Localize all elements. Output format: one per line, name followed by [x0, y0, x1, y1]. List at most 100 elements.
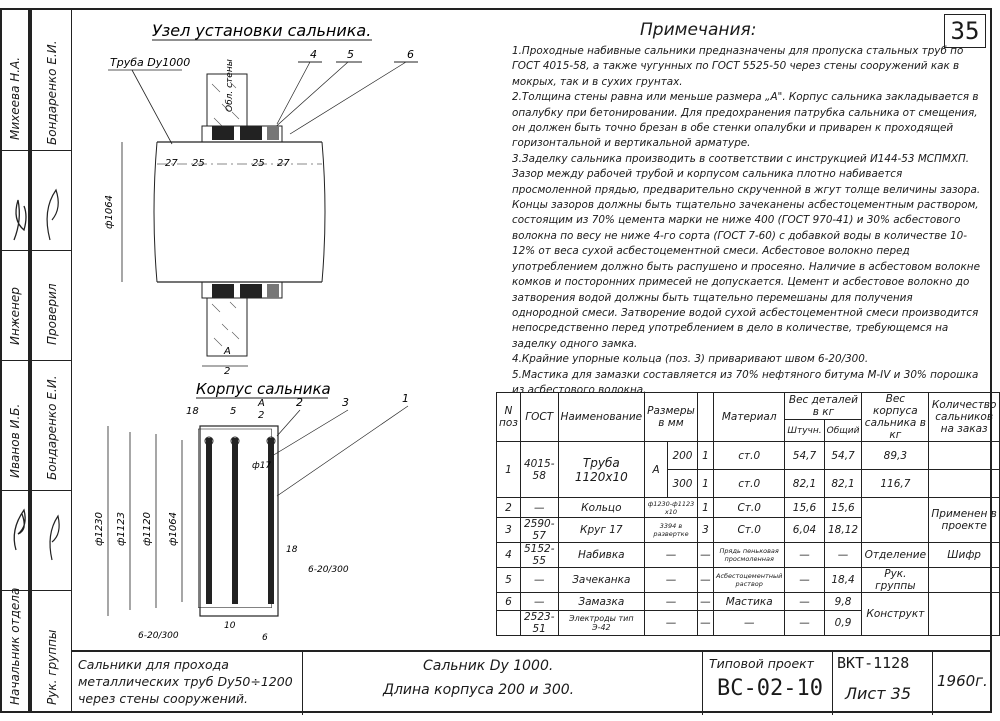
- tb-name-line1: Сальник Dу 1000.: [423, 658, 554, 674]
- row2-wunit: 15,6: [784, 497, 825, 518]
- tb-description: Сальники для прохода металлических труб …: [78, 657, 293, 706]
- cipher-cell: Шифр: [928, 542, 1000, 568]
- th-count: Количество сальников на заказ: [928, 392, 1000, 442]
- th-weight: Вес деталей в кг: [784, 391, 863, 421]
- callout-4: 4: [310, 48, 317, 61]
- row2-name: Кольцо: [557, 497, 646, 518]
- row1-dim-300: 300: [667, 469, 698, 498]
- row1-qty-a: 1: [696, 441, 715, 470]
- row6-wtotal: 9,8: [823, 592, 863, 611]
- notes-title: Примечания:: [640, 20, 757, 40]
- row3-pos: 3: [496, 517, 521, 543]
- row5-gost: —: [519, 567, 559, 593]
- diameter-label: ф1064: [104, 195, 115, 229]
- sheet-number-box: 35: [944, 14, 986, 48]
- row1-gost: 4015-58: [519, 441, 559, 498]
- row6-size: —: [644, 592, 698, 611]
- callout-6: 6: [407, 48, 414, 61]
- row2-pos: 2: [496, 497, 521, 518]
- row7-gost: 2523-51: [519, 610, 559, 636]
- row1-wtotal-b: 82,1: [823, 469, 863, 498]
- th-qty: [696, 392, 715, 442]
- dim-10: 10: [224, 621, 236, 631]
- dim-27-right: 27: [277, 158, 290, 169]
- row4-size: —: [644, 542, 698, 568]
- tb-name-line2: Длина корпуса 200 и 300.: [383, 682, 575, 698]
- row4-pos: 4: [496, 542, 521, 568]
- tb-series: ВКТ-1128: [837, 654, 910, 672]
- th-pos: N поз: [496, 392, 521, 442]
- section-val-1: 2: [224, 366, 230, 374]
- tb-year-cell: 1960г.: [932, 652, 992, 715]
- row4-name: Набивка: [557, 542, 646, 568]
- stamp-name-2: Бондаренко Е.И.: [45, 40, 59, 145]
- drawing2-title: Корпус сальника: [196, 380, 331, 398]
- dim-18-top: 18: [186, 406, 199, 417]
- row6-mat: Мастика: [713, 592, 786, 611]
- th-housing-weight: Вес корпуса сальника в кг: [861, 392, 930, 442]
- dim-5-top: 5: [230, 406, 236, 417]
- stamp-name-1: Михеева Н.А.: [8, 56, 22, 140]
- wall-label: Обл. стены: [225, 59, 235, 112]
- th-material: Материал: [713, 392, 786, 442]
- dim-27-left: 27: [165, 158, 178, 169]
- dia-1123: ф1123: [116, 512, 127, 546]
- row2-size: ф1230-ф1123 х10: [644, 497, 698, 518]
- notes-block: 1.Проходные набивные сальники предназнач…: [512, 44, 982, 398]
- row3-wunit: 6,04: [784, 517, 825, 543]
- dim-18-side: 18: [286, 545, 298, 555]
- row5-size: —: [644, 567, 698, 593]
- dim-f17: ф17: [252, 461, 271, 471]
- drawing-gland-install: Узел установки сальника. Труба Dу1000 4 …: [104, 21, 418, 374]
- row6-pos: 6: [496, 592, 521, 611]
- row1-housing-a: 89,3: [861, 441, 930, 470]
- th-w-total: Общий: [823, 419, 863, 442]
- row1-wunit-b: 82,1: [784, 469, 825, 498]
- row2-qty: 1: [696, 497, 715, 518]
- row5-name: Зачеканка: [557, 567, 646, 593]
- row7-name: Электроды тип Э-42: [557, 610, 646, 636]
- row1-size: А: [644, 441, 669, 498]
- row1-mat-a: ст.0: [713, 441, 786, 470]
- note-4: 4.Крайние упорные кольца (поз. 3) привар…: [512, 353, 869, 366]
- callout-3: 3: [342, 396, 349, 409]
- row3-gost: 2590-57: [519, 517, 559, 543]
- row5-wtotal: 18,4: [823, 567, 863, 593]
- dim-25-left: 25: [192, 158, 205, 169]
- note-2: 2.Толщина стены равна или меньше размера…: [512, 91, 979, 150]
- applied-cell: Применен в проекте: [928, 497, 1000, 543]
- row1-name: Труба 1120х10: [557, 441, 646, 498]
- row1-qty-b: 1: [696, 469, 715, 498]
- row6-name: Замазка: [557, 592, 646, 611]
- dim-25-right: 25: [252, 158, 265, 169]
- note-1: 1.Проходные набивные сальники предназнач…: [512, 45, 964, 88]
- th-size: Размеры в мм: [644, 392, 698, 442]
- tb-name-cell: Сальник Dу 1000. Длина корпуса 200 и 300…: [302, 652, 702, 715]
- dia-1120: ф1120: [142, 512, 153, 546]
- row7-wunit: —: [784, 610, 825, 636]
- row1-dim-200: 200: [667, 441, 698, 470]
- drawing1-title: Узел установки сальника.: [152, 21, 371, 40]
- callout-2: 2: [296, 396, 303, 409]
- dim-2-top: 2: [258, 410, 264, 421]
- tb-series-cell: ВКТ-1128 Лист 35: [832, 652, 932, 715]
- row1-mat-b: ст.0: [713, 469, 786, 498]
- row4-mat: Прядь пеньковая просмоленная: [713, 542, 786, 568]
- row1-pos: 1: [496, 441, 521, 498]
- tb-project-cell: Типовой проект ВС-02-10: [702, 652, 832, 715]
- row3-wtotal: 18,12: [823, 517, 863, 543]
- row7-pos: [496, 610, 521, 636]
- th-w-unit: Штучн.: [784, 419, 825, 442]
- pipe-label: Труба Dу1000: [110, 56, 190, 69]
- row7-size: —: [644, 610, 698, 636]
- section-a-1: А: [223, 346, 231, 357]
- row2-mat: Ст.0: [713, 497, 786, 518]
- designer-cell: Конструкт: [861, 592, 930, 636]
- row5-wunit: —: [784, 567, 825, 593]
- signature-marks: [13, 188, 60, 561]
- dept-cell: Отделение: [861, 542, 930, 568]
- specification-table: N поз ГОСТ Наименование Размеры в мм Мат…: [496, 391, 1000, 636]
- row2-gost: —: [519, 497, 559, 518]
- row1-wunit-a: 54,7: [784, 441, 825, 470]
- row6-wunit: —: [784, 592, 825, 611]
